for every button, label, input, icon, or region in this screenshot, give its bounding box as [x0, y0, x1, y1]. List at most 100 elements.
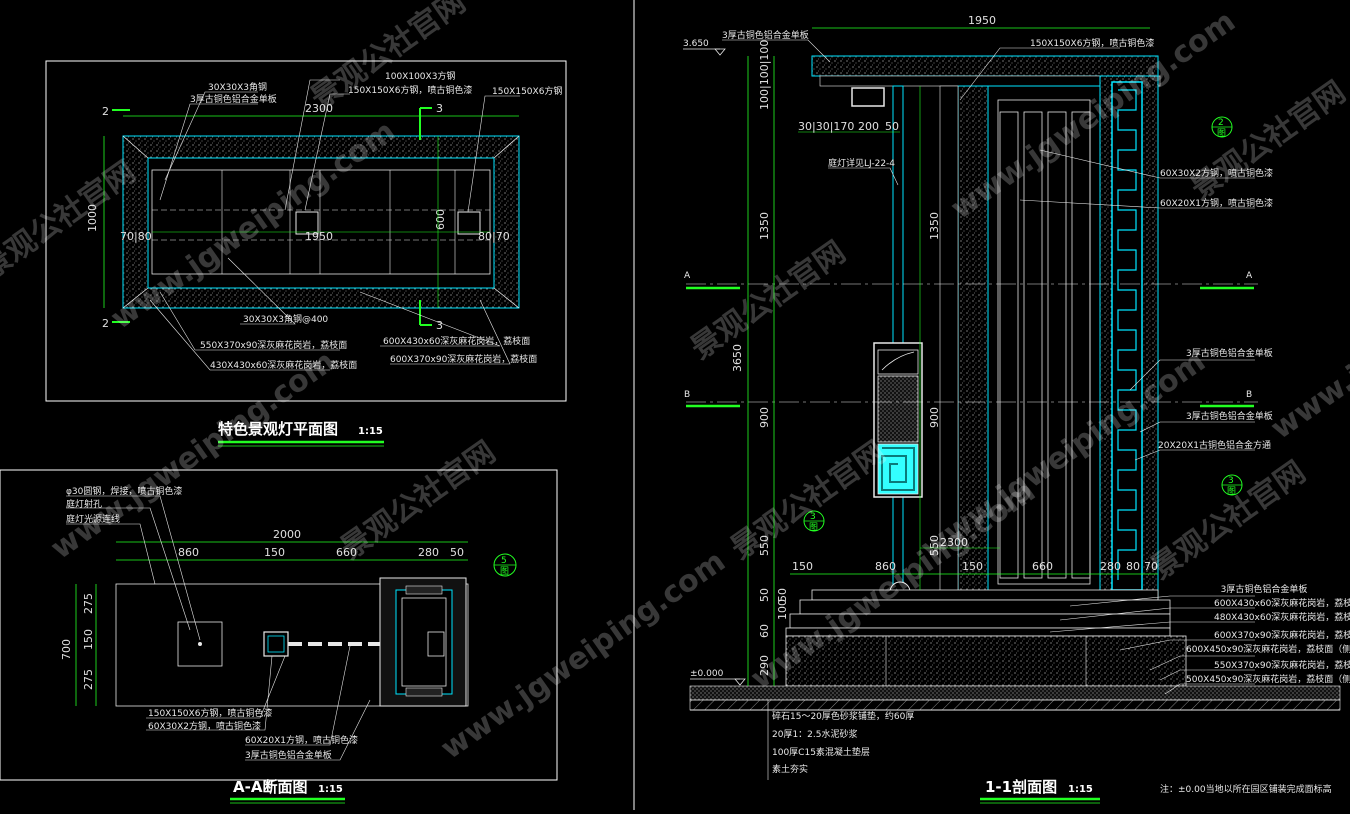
plan-title: 特色景观灯平面图 — [218, 420, 338, 438]
aa-dim-660: 660 — [336, 546, 357, 559]
plan-label-5: 30X30X3角钢@400 — [243, 313, 328, 325]
section-aa-view: 2000 860 150 660 280 50 700 275 150 275 … — [0, 469, 558, 781]
plan-view: 2300 1950 1000 70|80 80|70 600 2 2 3 3 — [45, 60, 567, 402]
plan-dim-1000: 1000 — [86, 204, 99, 232]
aa-scale: 1:15 — [318, 784, 343, 795]
aa-label-top-1: 庭灯射孔 — [66, 498, 102, 510]
plan-dim-1950: 1950 — [305, 230, 333, 243]
aa-label-bottom-1: 60X30X2方钢，喷古铜色漆 — [148, 720, 261, 732]
plan-marker-3-bottom: 3 — [436, 319, 443, 332]
s11-dim-1950: 1950 — [968, 14, 996, 27]
s11-note: 注：±0.00当地以所在园区铺装完成面标高 — [1160, 783, 1332, 795]
s11-dim-b80: 80 — [1126, 560, 1140, 573]
s11-label-steel: 150X150X6方钢，喷古铜色漆 — [1030, 37, 1154, 49]
s11-dim-b70: 70 — [1144, 560, 1158, 573]
s11-lamp-fret — [877, 443, 919, 495]
s11-marker-1-num: 3 — [1228, 476, 1234, 486]
s11-dim-50a: 50 — [758, 588, 771, 602]
aa-label-bottom-0: 150X150X6方钢，喷古铜色漆 — [148, 707, 272, 719]
s11-dim-200: 200 — [858, 120, 879, 133]
aa-dim-150: 150 — [264, 546, 285, 559]
aa-label-bottom-2: 60X20X1方钢，喷古铜色漆 — [245, 734, 358, 746]
s11-label-base-1: 600X430x60深灰麻花岗岩，荔枝面 — [1214, 597, 1350, 609]
aa-detail-ref: 图 — [500, 566, 509, 577]
s11-dim-v-top: 100|100|100 — [758, 40, 771, 110]
plan-label-6: 550X370x90深灰麻花岗岩，荔枝面 — [200, 339, 347, 351]
s11-label-right-4: 20X20X1古铜色铝合金方通 — [1158, 439, 1271, 451]
s11-detail-markers: 2 图 3 图 3 图 — [803, 116, 1243, 533]
s11-dim-100: 100 — [776, 599, 789, 620]
plan-label-8: 600X430x60深灰麻花岗岩，荔枝面 — [383, 335, 530, 347]
watermark-name-4: 景观公社官网 — [685, 235, 853, 367]
aa-label-top-0: φ30圆钢，焊接，喷古铜色漆 — [66, 485, 182, 497]
s11-axis-a-left: A — [684, 271, 691, 281]
s11-title: 1-1剖面图 — [985, 778, 1057, 796]
s11-dim-b150a: 150 — [792, 560, 813, 573]
plan-frame — [45, 60, 567, 402]
s11-level-zero: ±0.000 — [690, 669, 724, 679]
s11-marker-0-num: 2 — [1218, 118, 1224, 128]
s11-level-top: 3.650 — [683, 39, 709, 49]
aa-dim-150-mid: 150 — [82, 629, 95, 650]
aa-label-bottom-3: 3厚古铜色铝合金单板 — [245, 749, 332, 761]
aa-dim-860: 860 — [178, 546, 199, 559]
s11-base-tier3 — [785, 635, 1187, 687]
watermark-name-5: 景观公社官网 — [1145, 455, 1313, 587]
plan-label-9: 600X370x90深灰麻花岗岩，荔枝面 — [390, 353, 537, 365]
s11-dim-1350a: 1350 — [758, 212, 771, 240]
s11-scale: 1:15 — [1068, 784, 1093, 795]
s11-marker-2-num: 3 — [810, 512, 816, 522]
plan-dim-left-end: 70|80 — [120, 230, 152, 243]
aa-dim-275-bot: 275 — [82, 669, 95, 690]
s11-label-lamp: 庭灯详见LJ-22-4 — [828, 157, 895, 169]
s11-label-base-3: 600X370x90深灰麻花岗岩，荔枝面 — [1214, 629, 1350, 641]
plan-label-0: 30X30X3角钢 — [208, 81, 267, 93]
watermark-name-2: 景观公社官网 — [0, 155, 142, 287]
plan-lamp-body — [151, 169, 491, 275]
s11-label-base-5: 550X370x90深灰麻花岗岩，荔枝面 — [1214, 659, 1350, 671]
s11-marker-0-ref: 图 — [1217, 128, 1226, 139]
s11-label-right-3: 3厚古铜色铝合金单板 — [1186, 410, 1273, 422]
s11-label-right-0: 60X30X2方钢，喷古铜色漆 — [1160, 167, 1273, 179]
s11-marker-1-ref: 图 — [1227, 486, 1236, 497]
plan-label-7: 430X430x60深灰麻花岗岩，荔枝面 — [210, 359, 357, 371]
s11-axis-b-right: B — [1246, 390, 1252, 400]
watermark-site-7: www.jgweiping.com — [1265, 224, 1350, 447]
s11-label-base-6: 500X450x90深灰麻花岗岩，荔枝面（侧面） — [1186, 673, 1350, 685]
watermark-name-1: 景观公社官网 — [305, 0, 473, 117]
s11-label-base-2: 480X430x60深灰麻花岗岩，荔枝面 — [1214, 611, 1350, 623]
s11-dim-900a: 900 — [758, 407, 771, 428]
watermark-name-6: 景观公社官网 — [1185, 75, 1350, 207]
s11-label-right-2: 3厚古铜色铝合金单板 — [1186, 347, 1273, 359]
s11-concrete-layer — [689, 699, 1341, 711]
aa-label-top-2: 庭灯光源连线 — [66, 513, 120, 525]
plan-scale: 1:15 — [358, 426, 383, 437]
s11-dim-b150b: 150 — [962, 560, 983, 573]
plan-marker-2-bottom: 2 — [102, 317, 109, 330]
s11-foundation-3: 素土夯实 — [772, 763, 808, 775]
plan-steel-post — [295, 211, 319, 235]
aa-dim-700: 700 — [60, 639, 73, 660]
aa-dim-275-top: 275 — [82, 593, 95, 614]
s11-label-top: 3厚古铜色铝合金单板 — [722, 29, 809, 41]
s11-dim-60: 60 — [758, 624, 771, 638]
s11-dim-b280: 280 — [1100, 560, 1121, 573]
s11-dim-3650: 3650 — [731, 344, 744, 372]
s11-dim-50b: 50 — [776, 588, 789, 602]
s11-cap-slab — [811, 55, 1159, 77]
plan-label-3: 150X150X6方钢，喷古铜色漆 — [348, 84, 472, 96]
s11-foundation-1: 20厚1：2.5水泥砂浆 — [772, 728, 858, 740]
watermark-name-7: 景观公社官网 — [725, 435, 893, 567]
s11-dim-900b: 900 — [928, 407, 941, 428]
s11-label-right-1: 60X20X1方钢，喷古铜色漆 — [1160, 197, 1273, 209]
section-11-view: 1950 3.650 — [683, 14, 1350, 795]
plan-marker-3-top: 3 — [436, 102, 443, 115]
plan-steel-post-right — [457, 211, 481, 235]
plan-label-2: 100X100X3方钢 — [385, 70, 455, 82]
plan-label-1: 3厚古铜色铝合金单板 — [190, 93, 277, 105]
s11-foundation-0: 碎石15～20厚色砂浆铺垫，约60厚 — [772, 710, 914, 722]
s11-axis-b-left: B — [684, 390, 690, 400]
s11-axis-a-right: A — [1246, 271, 1253, 281]
s11-label-base-0: 3厚古铜色铝合金单板 — [1221, 583, 1308, 595]
